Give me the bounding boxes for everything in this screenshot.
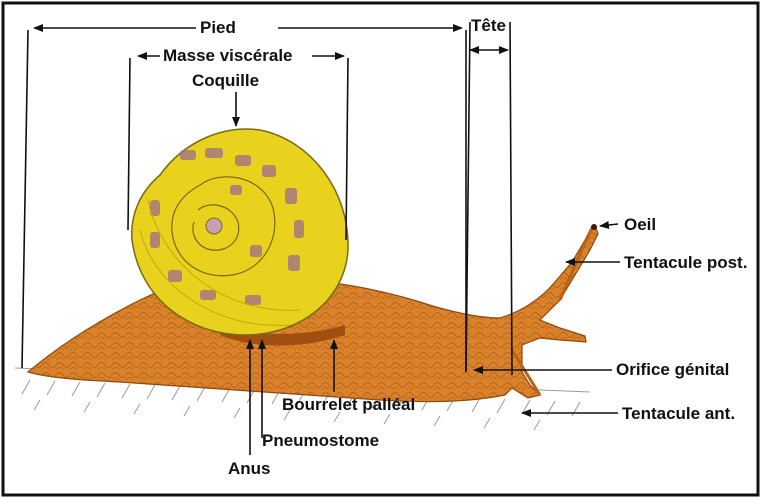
- label-orifice-genital: Orifice génital: [616, 361, 729, 378]
- label-masse-viscerale: Masse viscérale: [163, 47, 293, 64]
- label-pied: Pied: [200, 19, 236, 36]
- eye-dot: [591, 224, 597, 230]
- label-bourrelet-palleal: Bourrelet palléal: [282, 396, 415, 413]
- posterior-tentacle: [560, 228, 592, 300]
- label-tentacule-post: Tentacule post.: [624, 254, 747, 271]
- shell: [132, 129, 348, 335]
- label-coquille: Coquille: [192, 72, 259, 89]
- label-anus: Anus: [228, 460, 271, 477]
- label-tentacule-ant: Tentacule ant.: [622, 405, 735, 422]
- label-tete: Tête: [471, 17, 506, 34]
- label-pneumostome: Pneumostome: [262, 432, 379, 449]
- label-oeil: Oeil: [624, 216, 656, 233]
